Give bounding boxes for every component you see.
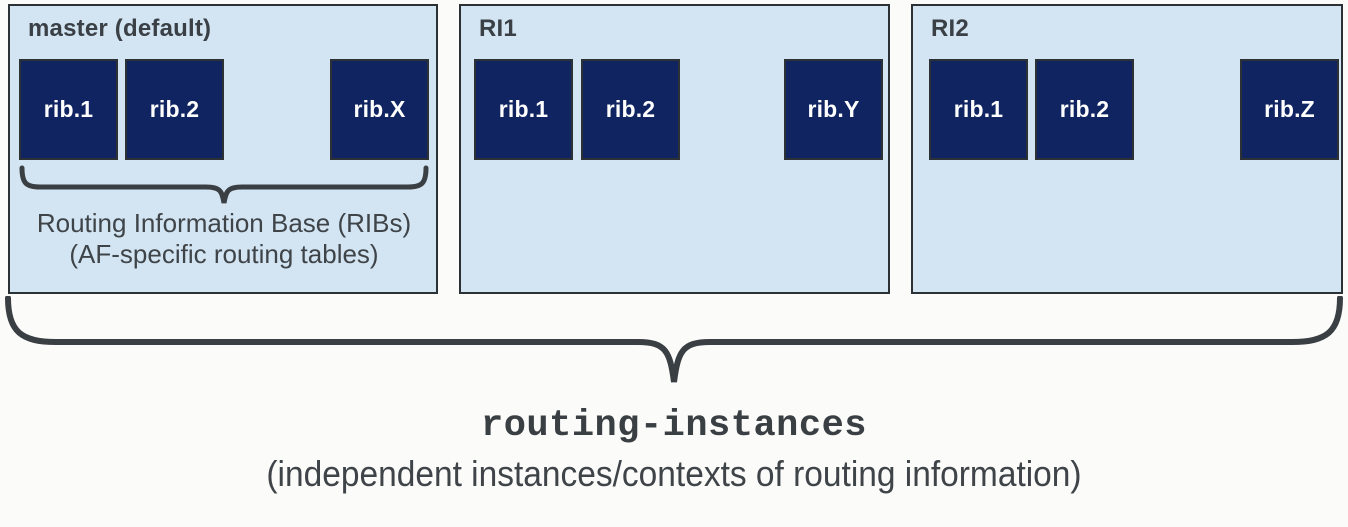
rib-label: rib.1 [953,96,1004,122]
rib-box-master-x: rib.X [330,59,429,160]
panel-title-ri2: RI2 [931,15,969,42]
rib-box-ri1-1: rib.1 [474,59,573,160]
rib-box-ri2-1: rib.1 [929,59,1028,160]
rib-label: rib.2 [149,96,200,122]
rib-label: rib.Z [1264,96,1315,122]
panel-title-master: master (default) [28,15,212,42]
rib-caption-line-2: (AF-specific routing tables) [69,238,379,269]
rib-box-ri2-2: rib.2 [1035,59,1134,160]
rib-label: rib.2 [1059,96,1110,122]
rib-label: rib.2 [605,96,656,122]
rib-label: rib.1 [43,96,94,122]
rib-label: rib.1 [498,96,549,122]
rib-label: rib.X [353,96,406,122]
rib-caption-line-1: Routing Information Base (RIBs) [36,208,412,238]
rib-caption: Routing Information Base (RIBs) (AF-spec… [8,208,440,269]
rib-box-ri1-2: rib.2 [581,59,680,160]
rib-box-master-2: rib.2 [125,59,224,160]
routing-instances-brace-icon [5,296,1343,383]
rib-label: rib.Y [807,96,860,122]
footer-title: routing-instances [481,405,867,447]
footer-subtitle: (independent instances/contexts of routi… [266,453,1082,494]
panel-title-ri1: RI1 [479,15,517,42]
rib-box-ri1-y: rib.Y [784,59,883,160]
rib-box-ri2-z: rib.Z [1240,59,1339,160]
rib-box-master-1: rib.1 [19,59,118,160]
